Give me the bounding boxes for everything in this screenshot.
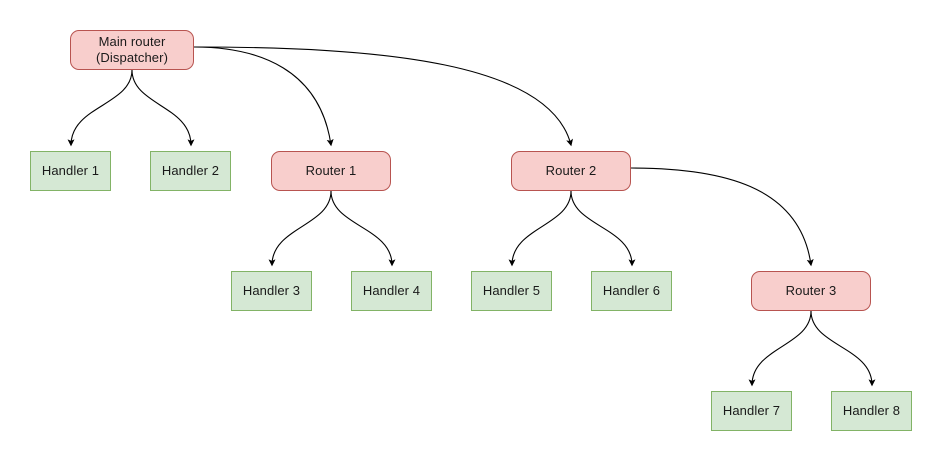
node-label-handler-5: Handler 5 [482,283,541,298]
node-handler-8[interactable]: Handler 8 [831,391,912,431]
node-router-1[interactable]: Router 1 [271,151,391,191]
node-label-main-router: Main router (Dispatcher) [96,34,168,65]
edge-group [67,46,876,387]
node-label-handler-1: Handler 1 [41,163,100,178]
edge-router-3-to-handler-8 [810,310,876,387]
node-label-router-2: Router 2 [545,163,597,178]
edge-router-2-to-router-3 [630,167,814,267]
node-label-handler-8: Handler 8 [842,403,901,418]
edge-router-1-to-handler-4 [330,190,396,267]
node-handler-5[interactable]: Handler 5 [471,271,552,311]
edge-main-to-router-1 [193,46,334,147]
node-router-2[interactable]: Router 2 [511,151,631,191]
node-handler-1[interactable]: Handler 1 [30,151,111,191]
node-handler-2[interactable]: Handler 2 [150,151,231,191]
node-handler-3[interactable]: Handler 3 [231,271,312,311]
node-label-handler-2: Handler 2 [161,163,220,178]
edge-router-1-to-handler-3 [268,190,332,267]
node-label-handler-4: Handler 4 [362,283,421,298]
edge-main-to-handler-1 [67,69,133,147]
node-label-handler-7: Handler 7 [722,403,781,418]
edge-main-to-handler-2 [131,69,195,147]
node-label-handler-6: Handler 6 [602,283,661,298]
edge-main-to-router-2 [193,46,573,147]
node-main-router[interactable]: Main router (Dispatcher) [70,30,194,70]
node-label-router-3: Router 3 [785,283,837,298]
node-router-3[interactable]: Router 3 [751,271,871,311]
node-handler-7[interactable]: Handler 7 [711,391,792,431]
node-handler-4[interactable]: Handler 4 [351,271,432,311]
edge-router-3-to-handler-7 [748,310,812,387]
edge-router-2-to-handler-6 [570,190,636,267]
node-handler-6[interactable]: Handler 6 [591,271,672,311]
node-label-handler-3: Handler 3 [242,283,301,298]
node-label-router-1: Router 1 [305,163,357,178]
edge-router-2-to-handler-5 [508,190,572,267]
